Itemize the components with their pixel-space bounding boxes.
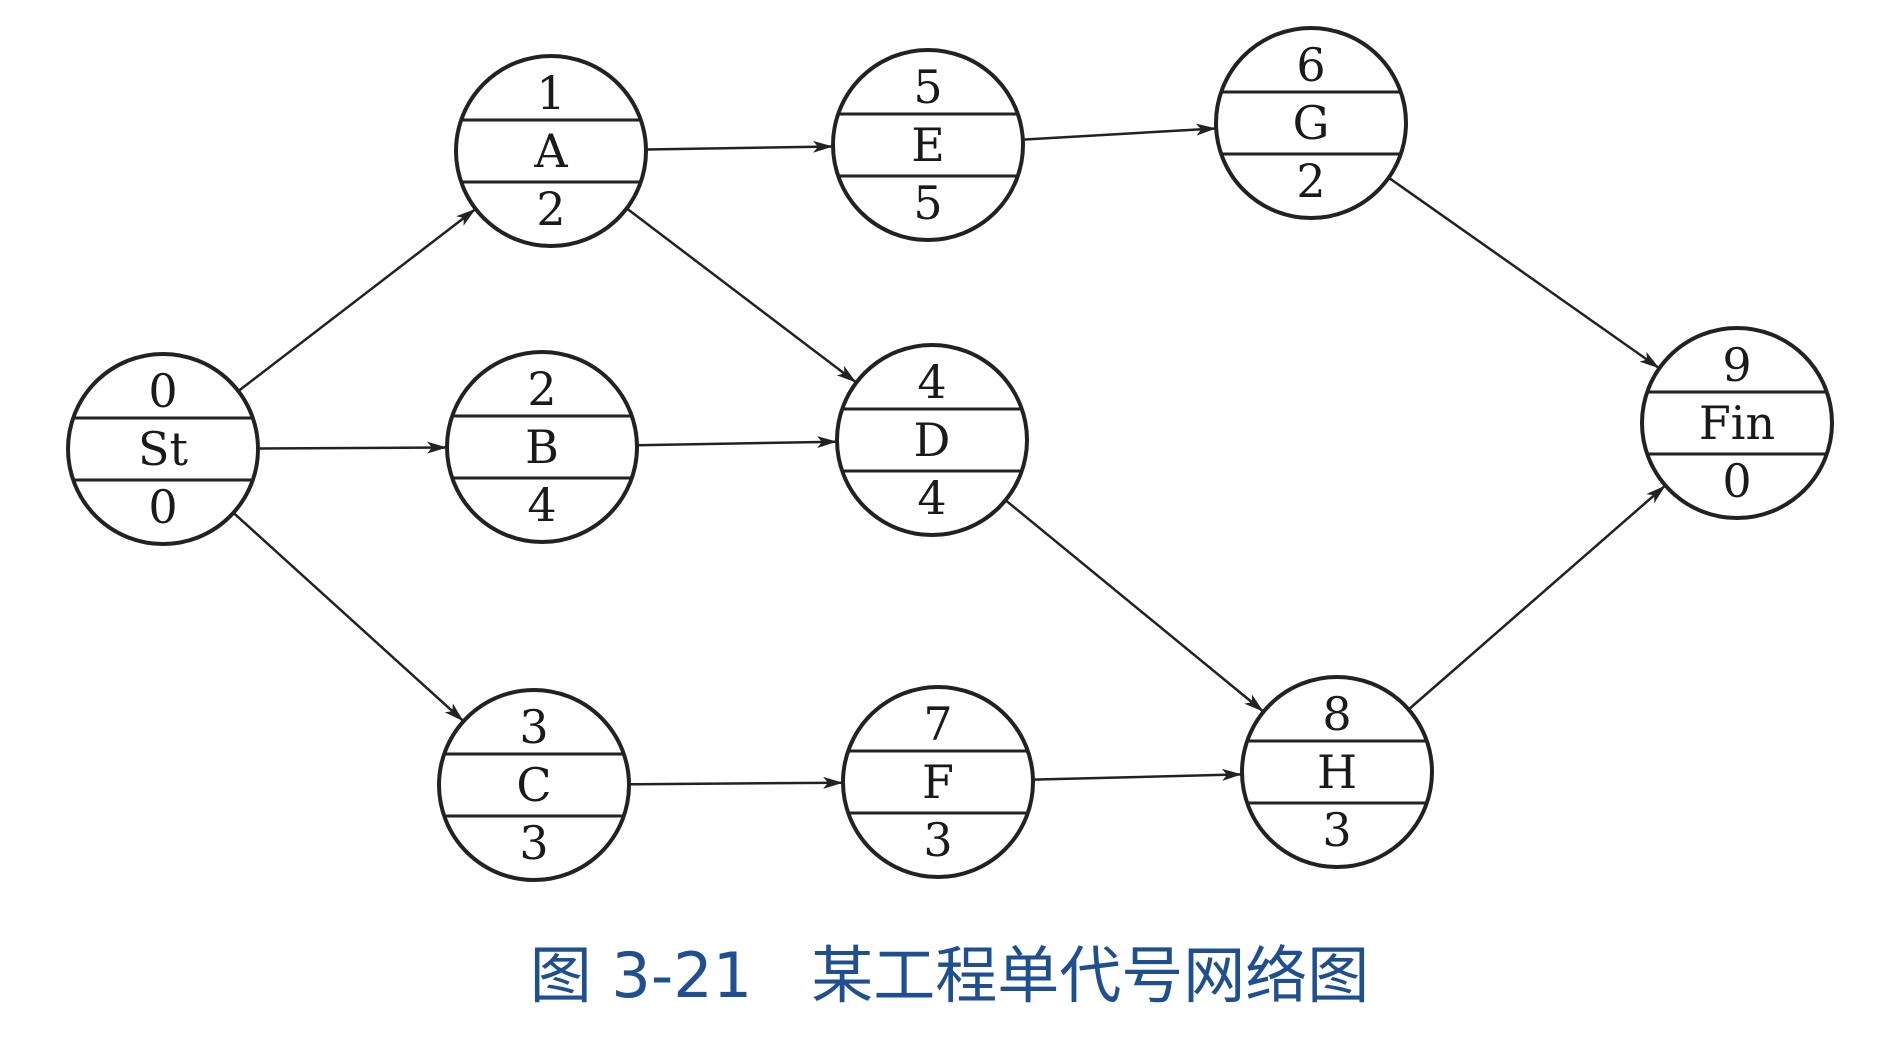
edge-d-to-h [1004,499,1264,713]
node-a: 1A2 [454,54,648,248]
node-number: 2 [527,362,556,416]
node-duration: 2 [536,182,565,236]
node-circle [831,48,1025,242]
node-circle [445,350,639,544]
edge-a-to-e [645,140,833,153]
node-label: F [922,755,954,809]
edge-h-to-fin [1407,485,1666,711]
node-h: 8H3 [1240,675,1434,869]
node-label: C [516,758,551,812]
node-number: 1 [536,66,565,120]
node-duration: 4 [527,478,556,532]
node-number: 3 [519,700,548,754]
node-label: H [1317,745,1357,799]
node-circle [437,688,631,882]
node-label: A [533,124,568,178]
node-duration: 4 [917,471,946,525]
node-number: 9 [1722,338,1751,392]
edge-c-to-f [628,776,843,789]
node-duration: 3 [519,816,548,870]
edge-f-to-h [1032,768,1242,781]
node-circle [1640,326,1834,520]
node-circle [835,343,1029,537]
node-label: B [525,420,559,474]
node-number: 7 [923,697,952,751]
node-duration: 0 [148,480,177,534]
node-label: G [1293,96,1330,150]
node-label: St [138,422,189,476]
edge-g-to-fin [1387,176,1660,369]
edge-e-to-g [1022,123,1217,141]
node-duration: 0 [1722,454,1751,508]
node-duration: 3 [923,813,952,867]
node-number: 8 [1322,687,1351,741]
node-d: 4D4 [835,343,1029,537]
edge-st-to-c [232,511,464,722]
node-circle [66,352,260,546]
edges-layer [232,123,1666,789]
node-number: 0 [148,364,177,418]
node-f: 7F3 [841,685,1035,879]
node-circle [1214,26,1408,220]
edge-a-to-d [625,207,857,383]
node-circle [1240,675,1434,869]
node-circle [841,685,1035,879]
node-number: 6 [1296,38,1325,92]
node-circle [454,54,648,248]
node-label: Fin [1699,396,1775,450]
node-b: 2B4 [445,350,639,544]
edge-st-to-a [237,208,476,393]
edge-st-to-b [257,441,447,454]
edge-b-to-d [636,436,837,449]
node-duration: 3 [1322,803,1351,857]
node-g: 6G2 [1214,26,1408,220]
node-c: 3C3 [437,688,631,882]
node-number: 4 [917,355,946,409]
figure-caption: 图 3-21 某工程单代号网络图 [529,939,1370,1012]
node-duration: 5 [913,176,942,230]
node-label: D [914,413,951,467]
node-duration: 2 [1296,154,1325,208]
node-number: 5 [913,60,942,114]
node-e: 5E5 [831,48,1025,242]
node-label: E [911,118,945,172]
